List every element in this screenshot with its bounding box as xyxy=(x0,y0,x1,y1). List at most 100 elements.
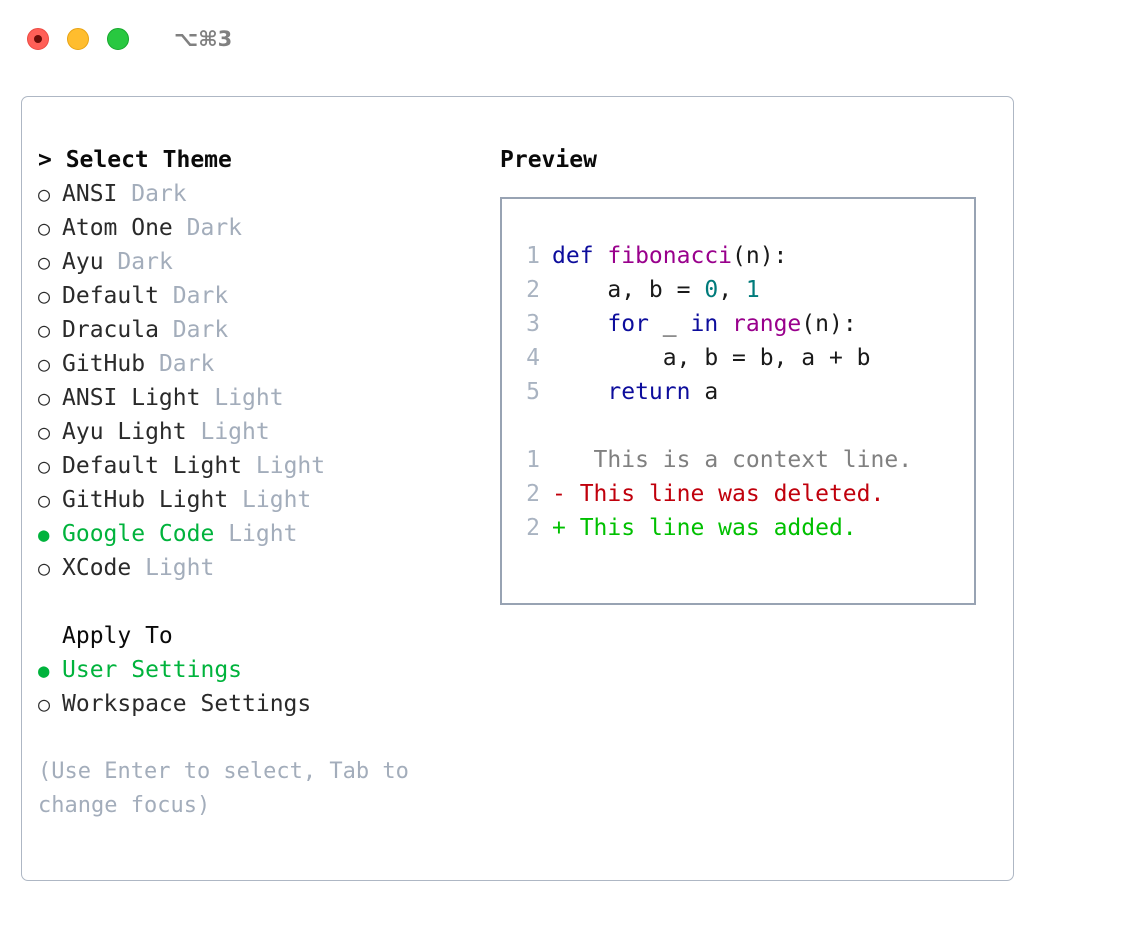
code-line-text: return a xyxy=(552,375,718,409)
diff-block: 1 This is a context line.2- This line wa… xyxy=(514,443,968,545)
theme-option-default-light[interactable]: ○Default Light Light xyxy=(38,449,478,483)
theme-option-label: XCode xyxy=(62,555,132,581)
theme-option-default[interactable]: ○Default Dark xyxy=(38,279,478,313)
diff-line-number: 2 xyxy=(526,481,540,507)
radio-unselected-icon: ○ xyxy=(38,318,51,342)
diff-line: 2- This line was deleted. xyxy=(514,477,968,511)
apply-to-option-label: User Settings xyxy=(62,657,243,683)
theme-option-mode: Dark xyxy=(117,249,173,275)
theme-option-label: Default xyxy=(62,283,159,309)
code-diff-spacer xyxy=(514,409,968,443)
code-line-number: 4 xyxy=(526,345,540,371)
code-line: 4 a, b = b, a + b xyxy=(514,341,968,375)
zoom-window-button[interactable] xyxy=(107,28,129,50)
theme-picker-panel: > Select Theme ○ANSI Dark○Atom One Dark○… xyxy=(21,96,1014,881)
code-token-fn: range xyxy=(732,311,802,337)
theme-option-mode: Light xyxy=(145,555,215,581)
code-token-plain: a, b = b, a + b xyxy=(552,345,871,371)
code-line: 3 for _ in range(n): xyxy=(514,307,968,341)
label-gap xyxy=(242,449,256,483)
theme-option-ansi[interactable]: ○ANSI Dark xyxy=(38,177,478,211)
code-token-punc: (n): xyxy=(732,243,788,269)
code-line-text: for _ in range(n): xyxy=(552,307,857,341)
radio-unselected-icon: ○ xyxy=(38,454,51,478)
theme-option-label: ANSI Light xyxy=(62,385,201,411)
diff-marker: + xyxy=(552,515,566,541)
theme-option-label: Atom One xyxy=(62,215,173,241)
theme-option-mode: Light xyxy=(214,385,284,411)
label-gap xyxy=(131,551,145,585)
code-line: 5 return a xyxy=(514,375,968,409)
radio-unselected-icon: ○ xyxy=(38,488,51,512)
theme-option-xcode[interactable]: ○ XCode Light xyxy=(38,551,478,585)
code-line-number: 5 xyxy=(526,379,540,405)
theme-option-label: Google Code xyxy=(62,521,215,547)
keyboard-hint-text: (Use Enter to select, Tab to change focu… xyxy=(38,759,409,818)
radio-unselected-icon: ○ xyxy=(38,420,51,444)
apply-to-header: Apply To xyxy=(62,623,173,649)
theme-option-dracula[interactable]: ○ Dracula Dark xyxy=(38,313,478,347)
code-token-punc: (n): xyxy=(801,311,857,337)
code-token-kw: return xyxy=(607,379,691,405)
code-line-text: a, b = 0, 1 xyxy=(552,273,759,307)
label-gap xyxy=(214,517,228,551)
apply-to-option-workspace-settings[interactable]: ○ Workspace Settings xyxy=(38,687,478,721)
apply-to-option-label: Workspace Settings xyxy=(62,691,312,717)
traffic-light-group xyxy=(27,28,129,50)
theme-option-google-code[interactable]: ●Google Code Light xyxy=(38,517,478,551)
diff-marker: - xyxy=(552,481,566,507)
theme-option-github[interactable]: ○GitHub Dark xyxy=(38,347,478,381)
close-window-button[interactable] xyxy=(27,28,49,50)
diff-line-number: 1 xyxy=(526,447,540,473)
theme-option-label: GitHub Light xyxy=(62,487,229,513)
diff-line: 2+ This line was added. xyxy=(514,511,968,545)
label-gap xyxy=(173,211,187,245)
minimize-window-button[interactable] xyxy=(67,28,89,50)
code-token-kw: def xyxy=(552,243,608,269)
title-bar: ⌥⌘3 xyxy=(0,0,1140,78)
theme-option-ayu-light[interactable]: ○ Ayu Light Light xyxy=(38,415,478,449)
label-gap xyxy=(187,415,201,449)
radio-unselected-icon: ○ xyxy=(38,692,51,716)
theme-option-mode: Light xyxy=(242,487,312,513)
label-gap xyxy=(159,313,173,347)
code-token-plain xyxy=(552,311,607,337)
apply-to-option-user-settings[interactable]: ● User Settings xyxy=(38,653,478,687)
theme-option-label: Ayu xyxy=(62,249,104,275)
theme-list-column: > Select Theme ○ANSI Dark○Atom One Dark○… xyxy=(38,143,478,823)
label-gap xyxy=(159,279,173,313)
diff-marker xyxy=(552,443,566,477)
label-gap xyxy=(200,381,214,415)
code-token-plain: a, b = xyxy=(552,277,705,303)
apply-to-list: ● User Settings ○ Workspace Settings xyxy=(38,653,478,721)
theme-option-label: Default Light xyxy=(62,453,243,479)
theme-option-label: Ayu Light xyxy=(62,419,187,445)
diff-line: 1 This is a context line. xyxy=(514,443,968,477)
radio-unselected-icon: ○ xyxy=(38,556,51,580)
theme-option-label: ANSI xyxy=(62,181,118,207)
diff-line-number: 2 xyxy=(526,515,540,541)
select-theme-header: > Select Theme xyxy=(38,147,232,173)
radio-unselected-icon: ○ xyxy=(38,352,51,376)
radio-selected-icon: ● xyxy=(38,660,50,682)
theme-option-github-light[interactable]: ○ GitHub Light Light xyxy=(38,483,478,517)
theme-option-ansi-light[interactable]: ○ ANSI Light Light xyxy=(38,381,478,415)
theme-option-atom-one[interactable]: ○Atom One Dark xyxy=(38,211,478,245)
radio-unselected-icon: ○ xyxy=(38,182,51,206)
theme-option-mode: Dark xyxy=(158,351,215,377)
code-line-number: 3 xyxy=(526,311,540,337)
theme-option-mode: Dark xyxy=(186,215,243,241)
theme-option-ayu[interactable]: ○ Ayu Dark xyxy=(38,245,478,279)
theme-option-mode: Dark xyxy=(172,283,229,309)
theme-option-label: Dracula xyxy=(62,317,159,343)
theme-option-mode: Dark xyxy=(172,317,229,343)
label-gap xyxy=(117,177,131,211)
theme-option-mode: Light xyxy=(200,419,270,445)
radio-unselected-icon: ○ xyxy=(38,386,51,410)
radio-unselected-icon: ○ xyxy=(38,250,51,274)
